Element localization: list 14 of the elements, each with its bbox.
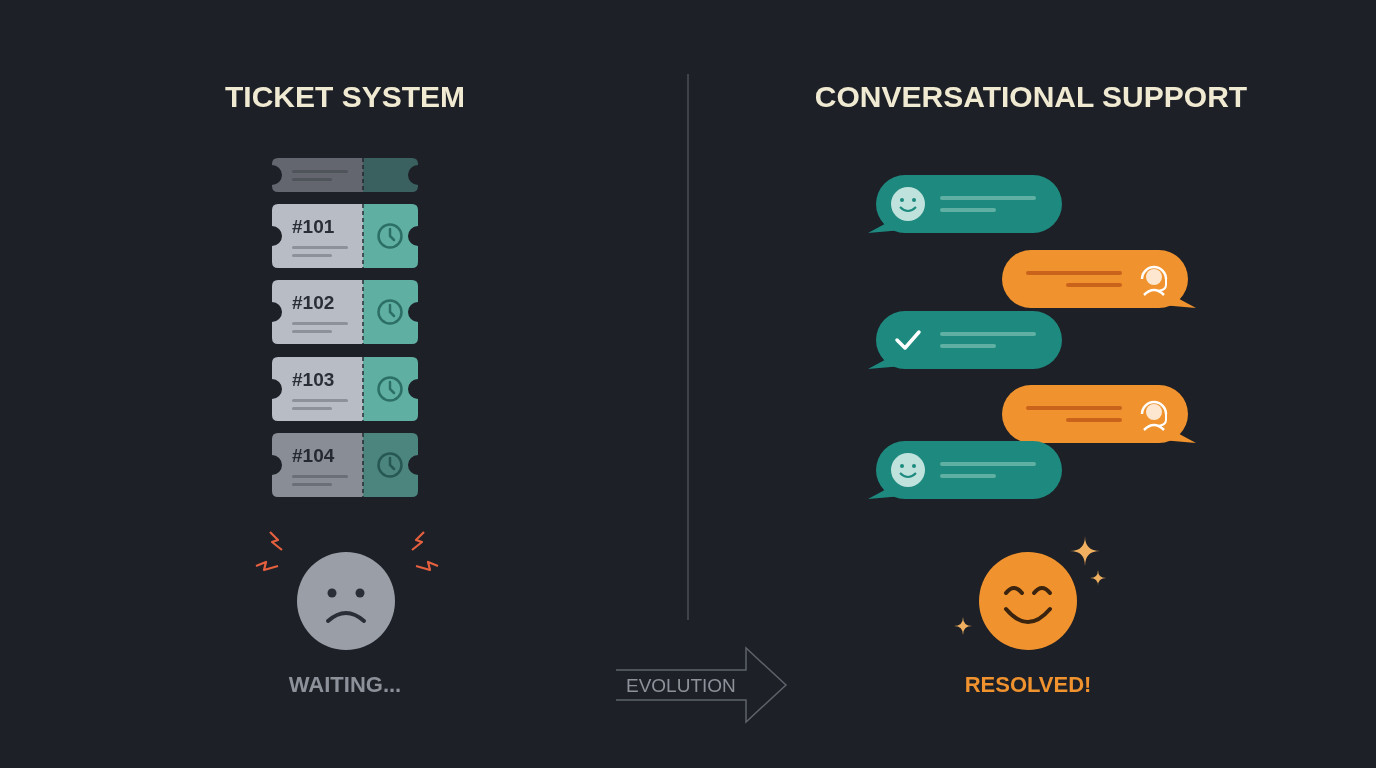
ticket-number: #101 <box>292 216 335 238</box>
ticket-number: #102 <box>292 292 335 314</box>
status-text: RESOLVED! <box>964 672 1092 698</box>
arrow-label: EVOLUTION <box>626 675 736 697</box>
ticket-card <box>272 357 418 421</box>
status-text: WAITING... <box>288 672 402 698</box>
ticket-card <box>272 158 418 192</box>
section-heading: CONVERSATIONAL SUPPORT <box>814 80 1248 114</box>
ticket-card <box>272 433 418 497</box>
ticket-card <box>272 204 418 268</box>
section-heading: TICKET SYSTEM <box>225 80 465 114</box>
ticket-number: #103 <box>292 369 335 391</box>
ticket-card <box>272 280 418 344</box>
ticket-number: #104 <box>292 445 335 467</box>
